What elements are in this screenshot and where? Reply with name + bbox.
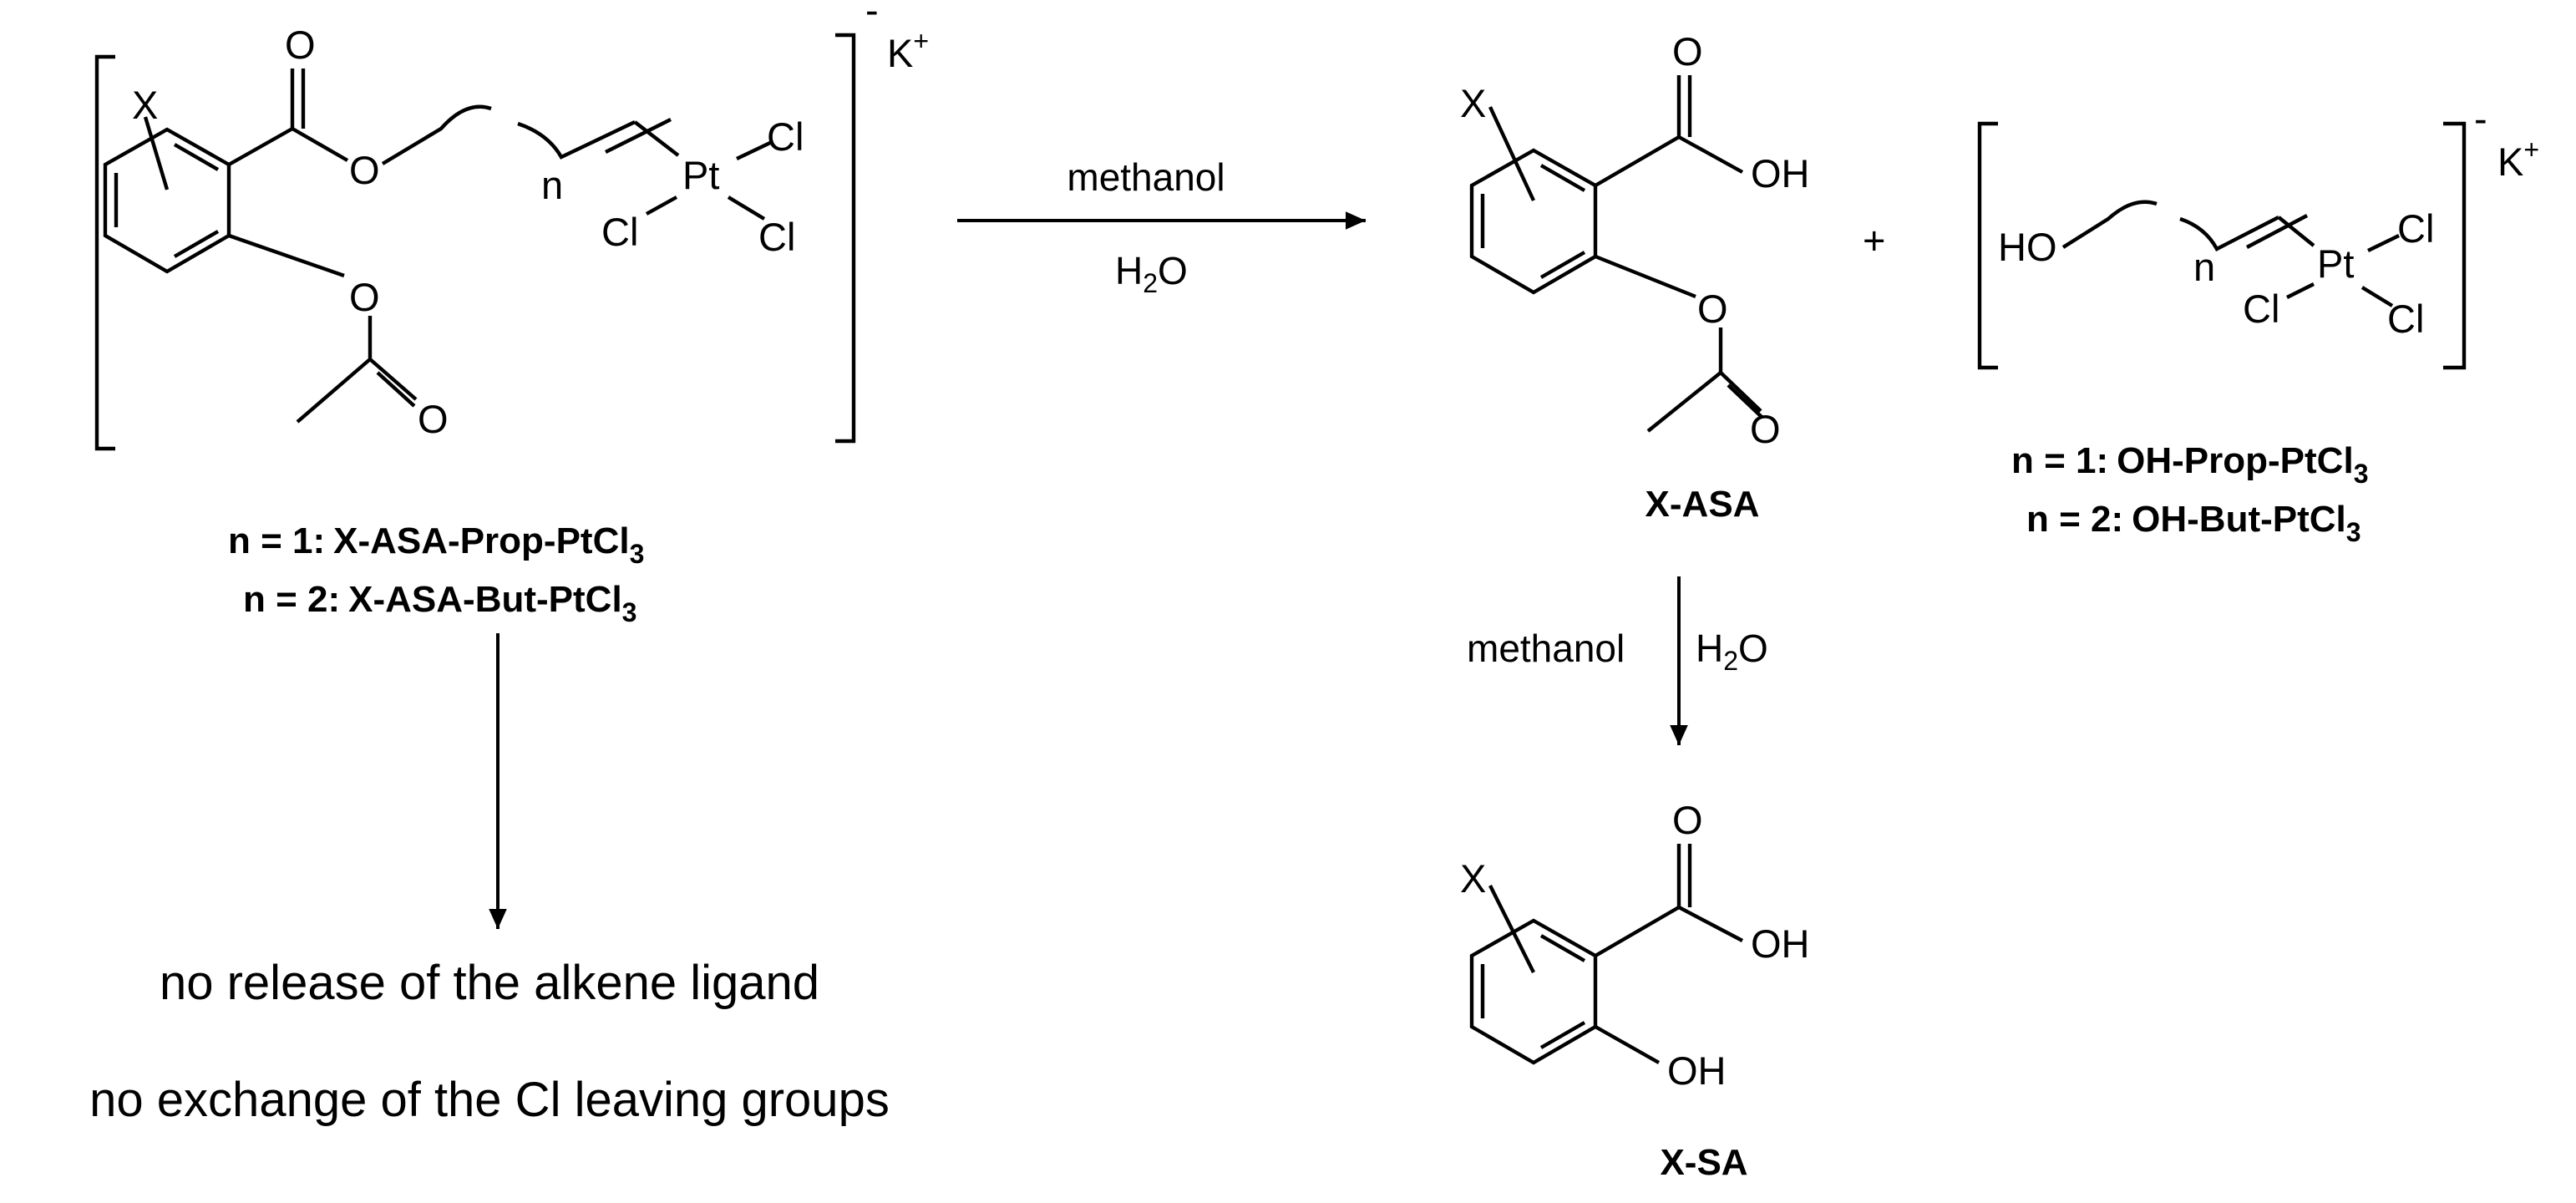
plus-sign: + — [1863, 218, 1885, 262]
carboxyl-o: O — [1672, 29, 1703, 74]
product-x-asa: X O OH O O X-ASA — [1460, 29, 1810, 525]
x-substituent: X — [1460, 81, 1486, 125]
reagent-water: H2O — [1696, 627, 1768, 676]
anion-charge: - — [865, 0, 879, 32]
chain-repeat-n: n — [541, 163, 563, 207]
chloride-ligand: Cl — [601, 210, 638, 254]
right-bracket — [835, 33, 856, 444]
x-substituent: X — [132, 83, 158, 127]
anion-charge: - — [2474, 96, 2487, 140]
ester-o: O — [349, 148, 380, 192]
chloride-ligand: Cl — [758, 215, 795, 259]
caption-x-asa: X-ASA — [1645, 484, 1760, 525]
ester-carbonyl-o: O — [285, 23, 316, 67]
potassium-counterion: K+ — [887, 26, 929, 75]
no-reaction-branch: no release of the alkene ligand no excha… — [89, 633, 890, 1127]
acetoxy-o: O — [1697, 287, 1728, 331]
acetoxy-carbonyl-o: O — [1750, 407, 1781, 451]
reagent-methanol: methanol — [1067, 155, 1225, 199]
caption-line-2: n = 2:X-ASA-But-PtCl3 — [243, 579, 636, 627]
carboxyl-oh: OH — [1751, 151, 1810, 195]
chloride-ligand: Cl — [2397, 206, 2434, 251]
caption-line-1: n = 1:X-ASA-Prop-PtCl3 — [228, 520, 644, 569]
reaction-arrow-1: methanol H2O — [957, 155, 1366, 298]
reagent-water: H2O — [1115, 249, 1188, 298]
x-substituent-bond — [143, 116, 170, 190]
product-x-sa: X O OH OH X-SA — [1460, 798, 1810, 1183]
product-pt-complex: - K+ HO n Pt Cl Cl Cl n = 1:OH-Prop-PtCl… — [1977, 96, 2539, 547]
starting-material-complex: - K+ X O O n Pt Cl Cl Cl O O n = 1:X-ASA… — [94, 0, 929, 627]
acetoxy-o: O — [349, 275, 380, 319]
platinum-center: Pt — [682, 153, 719, 197]
carboxyl-oh: OH — [1751, 921, 1810, 966]
hydroxyl-oh: OH — [1667, 1048, 1727, 1093]
potassium-counterion: K+ — [2497, 135, 2539, 184]
caption-line-1: n = 1:OH-Prop-PtCl3 — [2011, 440, 2368, 489]
hydroxyl-ho: HO — [1998, 225, 2057, 269]
platinum-center: Pt — [2317, 241, 2354, 286]
acetoxy-carbonyl-o: O — [418, 397, 449, 441]
benzene-ring — [103, 127, 231, 274]
left-bracket — [94, 54, 115, 451]
chloride-ligand: Cl — [2243, 287, 2279, 331]
chloride-ligand: Cl — [767, 114, 804, 159]
carboxyl-o: O — [1672, 798, 1703, 842]
reagent-methanol: methanol — [1467, 627, 1625, 670]
caption-line-2: n = 2:OH-But-PtCl3 — [2026, 499, 2361, 547]
reaction-arrow-2: methanol H2O — [1467, 576, 1768, 745]
caption-x-sa: X-SA — [1660, 1142, 1747, 1183]
alkyl-chain — [381, 104, 636, 165]
note-no-exchange: no exchange of the Cl leaving groups — [89, 1073, 890, 1127]
chain-repeat-n: n — [2193, 245, 2215, 289]
chloride-ligand: Cl — [2387, 297, 2424, 341]
note-no-release: no release of the alkene ligand — [160, 956, 819, 1010]
ring-double-bonds — [114, 143, 220, 258]
x-substituent: X — [1460, 856, 1486, 901]
